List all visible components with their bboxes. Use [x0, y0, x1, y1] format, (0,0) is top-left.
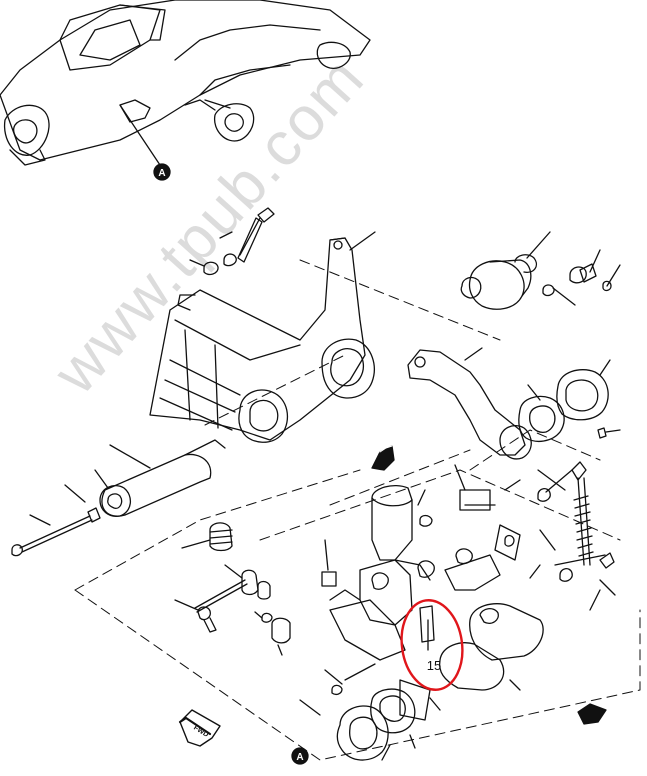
helicopter-illustration: [0, 0, 371, 166]
actuator-housing: [329, 464, 544, 721]
fwd-arrow-icon: FWD: [178, 709, 221, 747]
svg-text:A: A: [158, 168, 165, 179]
assembly-envelopes: [74, 259, 641, 761]
direction-arrow-right: [577, 703, 607, 725]
spring-assembly: [537, 461, 616, 611]
main-bracket: [149, 237, 375, 443]
callout-highlight-circle: [400, 599, 464, 691]
callout-15-part: [419, 605, 435, 651]
bolt-sleeve-left: [11, 439, 226, 557]
upper-right-mount: [349, 231, 621, 310]
callout-number: 15: [427, 658, 441, 673]
small-parts-column: [174, 522, 337, 656]
detail-a-marker: A: [153, 163, 171, 181]
detail-a-marker-bottom: A: [291, 747, 309, 765]
bolt-upper: [189, 207, 275, 276]
direction-arrow-center: [371, 445, 395, 471]
svg-text:A: A: [296, 752, 303, 763]
bearings-right: [518, 359, 621, 443]
rocker-arm: [407, 347, 532, 460]
bearings-bottom: [299, 663, 521, 761]
